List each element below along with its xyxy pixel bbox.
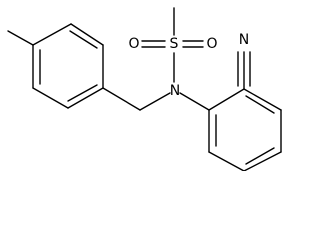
bond-ring-ch2 xyxy=(102,87,141,111)
bond-ch2-n xyxy=(139,92,171,111)
ring-double-bond xyxy=(67,84,98,102)
ring-bond xyxy=(208,88,245,111)
ring-double-bond xyxy=(245,95,275,114)
bond-methyl xyxy=(7,30,34,46)
ring-bond xyxy=(243,88,282,111)
bond-n-ring xyxy=(179,92,210,111)
atom-label-n-amine: N xyxy=(170,83,180,99)
ring-double-bond xyxy=(69,30,98,49)
cyanophenyl-ring xyxy=(208,88,282,171)
atom-label-n-nitrile: N xyxy=(239,32,249,48)
atom-label-o-left: O xyxy=(128,36,139,52)
ring-bond xyxy=(208,151,245,171)
atom-label-s: S xyxy=(170,36,179,52)
atom-label-o-right: O xyxy=(206,36,217,52)
ring-bond xyxy=(70,23,104,46)
ring-bond xyxy=(32,23,72,46)
ring-double-bond xyxy=(245,147,275,165)
ring-bond xyxy=(32,87,69,109)
ring-bond xyxy=(243,151,282,171)
toluene-ring xyxy=(32,23,104,109)
chemical-structure: N S O O N xyxy=(7,7,282,171)
nitrile-triple-bond xyxy=(237,51,251,90)
ring-bond xyxy=(67,87,104,109)
